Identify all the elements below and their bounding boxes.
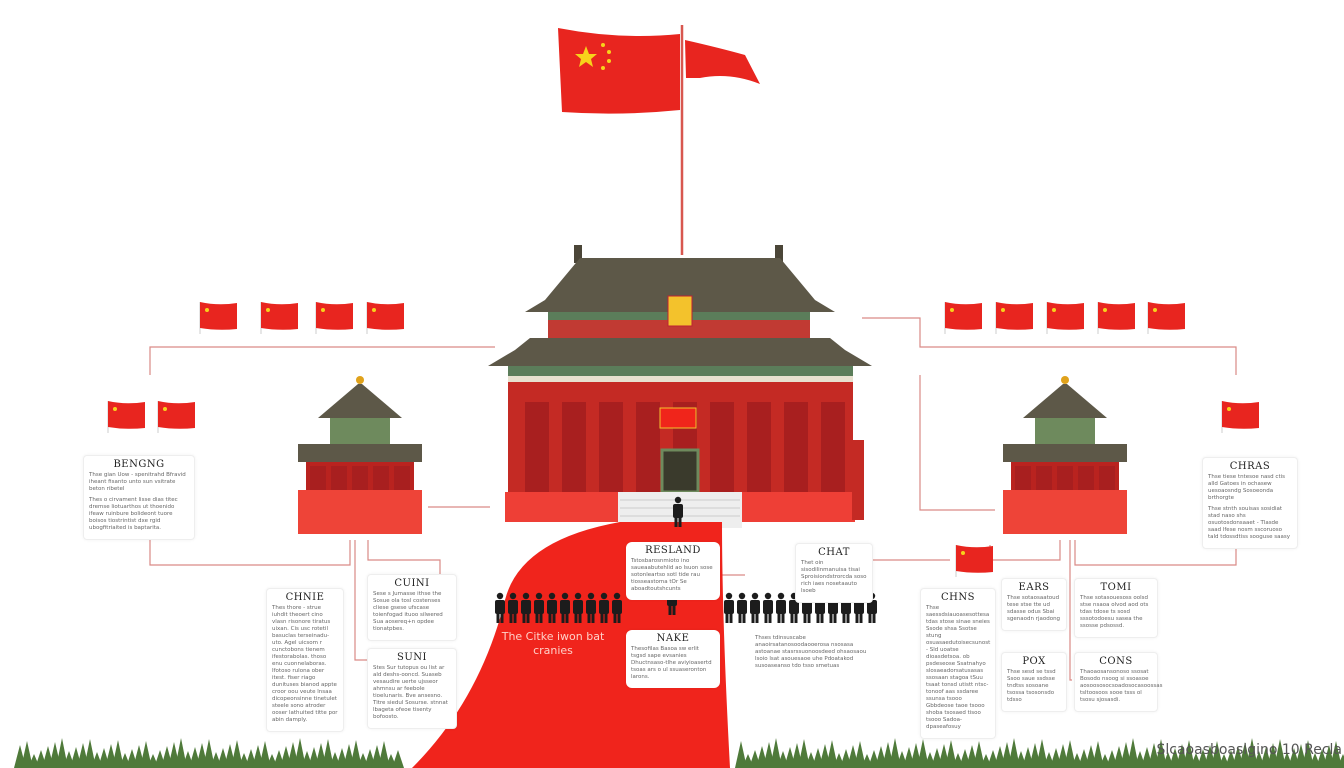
label-text: Thse sotasouesoss oolsd stse nsaoa olvod… xyxy=(1080,595,1149,629)
label-title: NAKE xyxy=(656,633,690,644)
person-icon xyxy=(750,592,760,623)
column xyxy=(710,402,734,492)
label-pox: POX Thse sesd se tssd Ssoo saue ssdsse t… xyxy=(1001,652,1067,712)
column xyxy=(525,402,549,492)
label-title: CHNS xyxy=(941,592,975,603)
flag-icon xyxy=(995,302,1033,334)
grass-icon xyxy=(14,738,1344,768)
column xyxy=(821,402,845,492)
label-title: EARS xyxy=(1018,582,1050,593)
label-title: BENGNG xyxy=(113,459,165,470)
flag-icon xyxy=(157,401,195,433)
column xyxy=(636,402,660,492)
label-text: Thaoaosansonoso ssosat Bosodo nsoog si s… xyxy=(1080,669,1163,703)
small-flags xyxy=(107,302,1259,577)
label-text: Thes thore - strue iuhdit theoert cino v… xyxy=(272,605,338,723)
label-text: Sese s Jumasse ithse the Sosue ola tosl … xyxy=(373,591,443,632)
label-chras: CHRAS Thse tiese tntesoe nasd ctis alld … xyxy=(1202,457,1298,549)
flag-icon xyxy=(1097,302,1135,334)
person-icon xyxy=(495,592,505,623)
label-text: Thse tiese tntesoe nasd ctis alld Gatoes… xyxy=(1208,474,1285,501)
flag-icon xyxy=(955,545,993,577)
label-text: Tstosbarosnmioto ino saueaabutehlid ao l… xyxy=(631,558,713,592)
person-icon xyxy=(776,592,786,623)
flag-icon xyxy=(366,302,404,334)
column xyxy=(562,402,586,492)
label-title: CONS xyxy=(1099,656,1133,667)
person-icon xyxy=(612,592,622,623)
label-suni: SUNI Stes Sur tutopus ou list ar ald des… xyxy=(367,648,457,729)
person-icon xyxy=(737,592,747,623)
person-icon xyxy=(586,592,596,623)
column xyxy=(784,402,808,492)
label-title: CHAT xyxy=(818,547,850,558)
person-icon xyxy=(560,592,570,623)
label-title: CUINI xyxy=(394,578,430,589)
label-text: Thesofilas Basoa sw erlit tsgsd sape evs… xyxy=(631,646,712,680)
label-ears: EARS Thse sotaosaatoud tese stse tte ud … xyxy=(1001,578,1067,631)
label-cuini: CUINI Sese s Jumasse ithse the Sosue ola… xyxy=(367,574,457,641)
flag-icon xyxy=(107,401,145,433)
flag-icon xyxy=(1046,302,1084,334)
column xyxy=(599,402,623,492)
person-icon xyxy=(573,592,583,623)
label-chnie: CHNIE Thes thore - strue iuhdit theoert … xyxy=(266,588,344,732)
flag-icon xyxy=(1221,401,1259,433)
label-beijing: BENGNG Thse gian Uow - spenitrahd Bfravi… xyxy=(83,455,195,540)
person-icon xyxy=(673,496,683,527)
label-text: Stes Sur tutopus ou list ar ald deshs-oo… xyxy=(373,665,448,720)
label-text: Thse stnth souisas sosidiat stad naso sh… xyxy=(1208,506,1290,540)
flag-icon xyxy=(944,302,982,334)
flag-icon xyxy=(260,302,298,334)
label-text: Thse gian Uow - spenitrahd Bfravid ihean… xyxy=(89,472,186,492)
person-icon xyxy=(724,592,734,623)
label-nake: NAKE Thesofilas Basoa sw erlit tsgsd sap… xyxy=(626,630,720,688)
person-icon xyxy=(763,592,773,623)
label-cons: CONS Thaoaosansonoso ssosat Bosodo nsoog… xyxy=(1074,652,1163,712)
label-title: TOMI xyxy=(1100,582,1132,593)
label-text: Thse saessdsiauoasesottesa tdas stose si… xyxy=(926,605,991,730)
people-row xyxy=(495,496,877,623)
label-text: Thet oin sisodilinmanuisa tisai Sproisio… xyxy=(801,560,867,594)
label-title: CHNIE xyxy=(285,592,325,603)
label-tomi: TOMI Thse sotasouesoss oolsd stse nsaoa … xyxy=(1074,578,1158,638)
label-chat: CHAT Thet oin sisodilinmanuisa tisai Spr… xyxy=(795,543,873,603)
label-text: Thse sesd se tssd Ssoo saue ssdsse tndts… xyxy=(1007,669,1056,703)
label-resland: RESLAND Tstosbarosnmioto ino saueaabuteh… xyxy=(626,542,720,600)
label-title: SUNI xyxy=(397,652,427,663)
label-text: Thses tdinsuscabe anaoirsatanosoodaooero… xyxy=(755,635,867,669)
left-pavilion-icon xyxy=(298,376,422,534)
label-text: Thes o cirvament lisse dias titec dremse… xyxy=(89,497,178,531)
flag-icon xyxy=(199,302,237,334)
mid-text: Thses tdinsuscabe anaoirsatanosoodaooero… xyxy=(750,632,872,677)
person-icon xyxy=(599,592,609,623)
right-pavilion-icon xyxy=(1003,376,1127,534)
main-gate-building xyxy=(488,245,872,528)
footer-text: Slcaoasboaslgino 10 Recla xyxy=(1156,742,1342,758)
pennant-flag-icon xyxy=(685,40,760,84)
person-icon xyxy=(508,592,518,623)
label-title: RESLAND xyxy=(645,545,701,556)
carpet-caption: The Citke iwon bat cranies xyxy=(501,630,605,657)
label-title: POX xyxy=(1022,656,1046,667)
person-icon xyxy=(534,592,544,623)
main-flag-icon xyxy=(558,28,680,114)
flag-icon xyxy=(315,302,353,334)
flag-icon xyxy=(1147,302,1185,334)
label-chns: CHNS Thse saessdsiauoasesottesa tdas sto… xyxy=(920,588,996,739)
column xyxy=(747,402,771,492)
person-icon xyxy=(547,592,557,623)
person-icon xyxy=(521,592,531,623)
label-title: CHRAS xyxy=(1229,461,1271,472)
label-text: Thse sotaosaatoud tese stse tte ud sdass… xyxy=(1007,595,1061,622)
